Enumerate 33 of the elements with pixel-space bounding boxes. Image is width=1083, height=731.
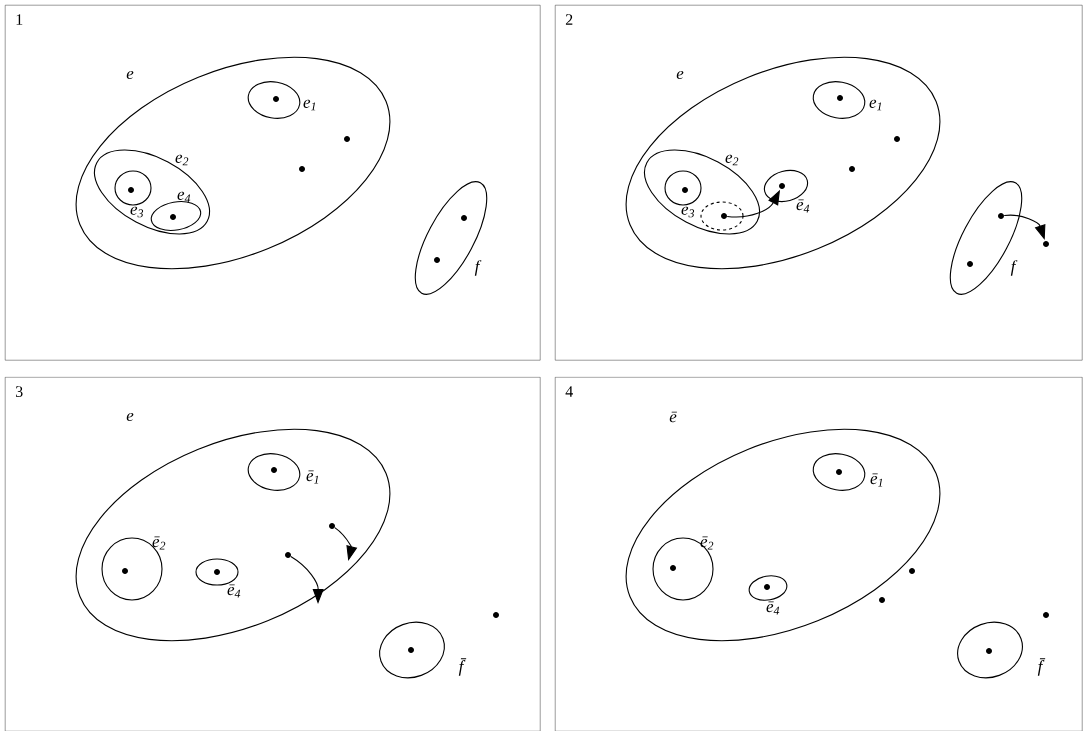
- hyperedge-outline: e$_{1}$: [247, 81, 316, 119]
- node-label: e$_{4}$: [177, 191, 191, 203]
- hyperedge-outline: e$_{1}$: [812, 81, 882, 119]
- hyperedge-outline: ē$_{1}$: [812, 453, 883, 491]
- node-label: e$_{3}$: [681, 206, 695, 218]
- node-label: f̄: [1037, 658, 1046, 676]
- node-label: e: [126, 412, 134, 422]
- hyperedge-outline: f: [414, 181, 488, 295]
- hyperedge-outline: f̄: [379, 621, 467, 679]
- hyperedge-outline: ē$_{1}$: [247, 453, 319, 491]
- node-label: 4: [803, 204, 810, 213]
- hyperedge-outline: e$_{4}$: [150, 191, 202, 231]
- hyperedge-outline: [700, 201, 744, 231]
- node-label: ē$_{1}$: [870, 473, 883, 487]
- hyperedge-outline: ē$_{4}$: [748, 575, 788, 615]
- hyperedge-outline: ē$_{2}$: [652, 536, 714, 601]
- hyperedge-outline: ē$_{4}$: [195, 558, 241, 598]
- node-label: ē$_{4}$: [227, 584, 241, 598]
- hyperedge-outline: f̄: [957, 621, 1046, 679]
- node-label: ē$_{4}$: [766, 601, 780, 615]
- node-label: ē$_{1}$: [306, 470, 319, 484]
- node-label: e$_{3}$: [130, 206, 144, 218]
- hyperedge-outline: ē$_{4}$: [763, 169, 810, 213]
- arrow: [334, 527, 358, 561]
- arrow: [1003, 214, 1046, 240]
- node-label: e$_{1}$: [303, 99, 316, 111]
- hyperedge-outline: f: [949, 181, 1023, 295]
- node-label: f̄: [458, 658, 467, 676]
- hyperedge-outline: ē$_{2}$: [101, 536, 166, 601]
- node-label: e$_{1}$: [869, 99, 882, 111]
- hyperedge-outline: e$_{3}$: [114, 170, 152, 218]
- node-label: ē: [669, 411, 677, 423]
- hyperedge-outline: e$_{3}$: [664, 170, 702, 218]
